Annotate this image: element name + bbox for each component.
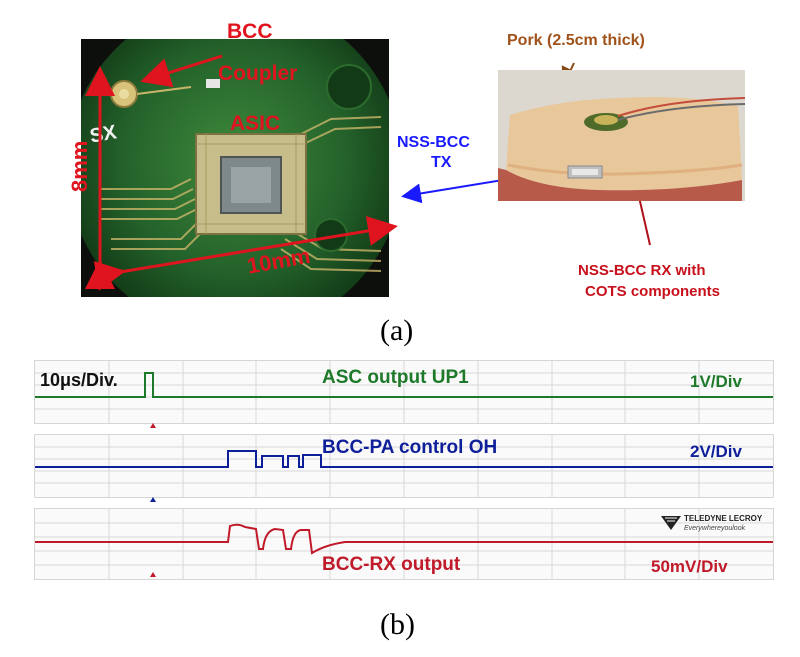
coupler-arrow	[140, 54, 223, 88]
channel-3-scale: 50mV/Div	[651, 557, 728, 576]
timebase-label: 10μs/Div.	[40, 370, 118, 390]
channel-3-name: BCC-RX output	[322, 554, 461, 575]
trigger-marker-2	[150, 497, 156, 502]
rx-label-line2: COTS components	[585, 283, 721, 300]
caption-b: (b)	[380, 608, 415, 641]
channel-2-name: BCC-PA control OH	[322, 437, 498, 458]
tx-label-line1: NSS-BCC	[397, 134, 470, 151]
channel-1-scale: 1V/Div	[690, 372, 742, 391]
channel-1-name: ASC output UP1	[322, 367, 469, 388]
caption-a: (a)	[380, 314, 414, 347]
pork-photo	[498, 70, 745, 201]
coupler-label: Coupler	[218, 62, 298, 85]
asic-label: ASIC	[230, 112, 281, 135]
brand-line1: TELEDYNE LECROY	[684, 514, 763, 523]
bcc-label: BCC	[227, 20, 273, 43]
pork-label: Pork (2.5cm thick)	[507, 32, 645, 49]
channel-1-trace	[35, 361, 773, 423]
tx-label-line2: TX	[431, 154, 452, 171]
channel-2-scale: 2V/Div	[690, 442, 742, 461]
trigger-marker-1	[150, 423, 156, 428]
brand-line2: Everywhereyoulook	[684, 525, 746, 532]
rx-label-line1: NSS-BCC RX with	[578, 262, 706, 279]
scope-channel-1	[34, 360, 774, 424]
lecroy-logo-icon	[661, 516, 681, 530]
scope-channel-2	[34, 434, 774, 498]
trigger-marker-3	[150, 572, 156, 577]
scope-channel-3	[34, 508, 774, 580]
height-label: 8mm	[67, 140, 92, 192]
channel-3-trace	[35, 509, 773, 579]
width-dimension-arrow	[93, 216, 398, 291]
pork-photo-drawing	[498, 70, 745, 201]
channel-2-trace	[35, 435, 773, 497]
